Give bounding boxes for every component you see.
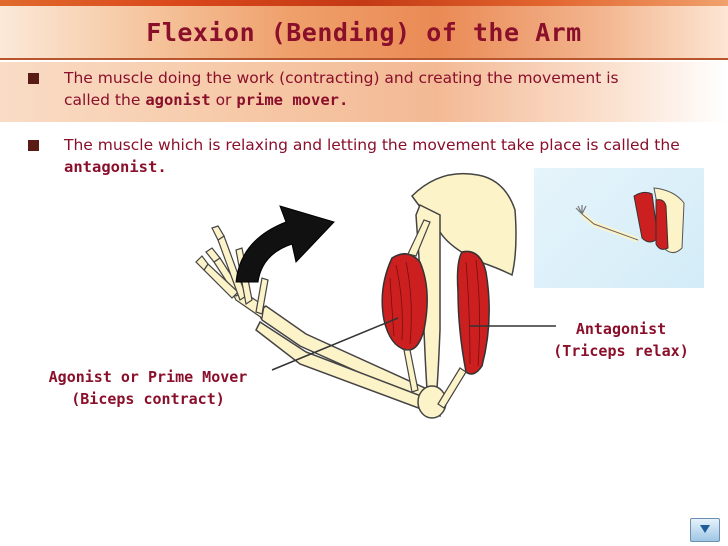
term-agonist: agonist — [145, 91, 211, 109]
agonist-pointer-line — [271, 317, 399, 371]
agonist-label-line1: Agonist or Prime Mover — [48, 368, 248, 386]
hand-bones — [195, 225, 269, 320]
biceps-muscle — [381, 253, 428, 351]
bullet-background — [0, 62, 728, 122]
bullet-agonist: The muscle doing the work (contracting) … — [28, 67, 664, 111]
biceps-tendon — [403, 349, 419, 393]
biceps-striations — [389, 261, 412, 345]
arm-thumbnail-illustration — [575, 187, 685, 254]
agonist-label-line2: (Biceps contract) — [71, 390, 225, 408]
antagonist-label: Antagonist (Triceps relax) — [546, 318, 696, 362]
square-bullet-icon — [28, 140, 39, 151]
triceps-muscle — [456, 250, 490, 375]
bullet-1-text: The muscle doing the work (contracting) … — [64, 69, 619, 109]
triceps-striations — [465, 259, 480, 367]
bullet-antagonist: The muscle which is relaxing and letting… — [28, 134, 704, 178]
bullet-2-end: . — [157, 158, 167, 176]
bullet-1-end: . — [339, 91, 349, 109]
next-slide-icon — [700, 525, 710, 533]
bullet-2-text: The muscle which is relaxing and letting… — [64, 136, 680, 154]
agonist-label: Agonist or Prime Mover (Biceps contract) — [30, 366, 266, 410]
triceps-tendon — [437, 367, 467, 409]
antagonist-label-line2: (Triceps relax) — [553, 342, 689, 360]
square-bullet-icon — [28, 73, 39, 84]
antagonist-label-line1: Antagonist — [575, 320, 667, 338]
term-antagonist: antagonist — [64, 158, 158, 176]
biceps-upper-tendon — [407, 219, 431, 257]
term-prime-mover: prime mover — [236, 91, 340, 109]
title-bar — [0, 0, 728, 58]
title-divider — [0, 58, 728, 60]
slide-title: Flexion (Bending) of the Arm — [146, 18, 582, 47]
curved-arrow-icon — [235, 205, 335, 283]
arm-thumbnail-panel — [534, 168, 704, 288]
next-slide-button[interactable] — [690, 518, 720, 542]
bullet-1-or: or — [210, 91, 237, 109]
title-bar-accent — [0, 0, 728, 6]
